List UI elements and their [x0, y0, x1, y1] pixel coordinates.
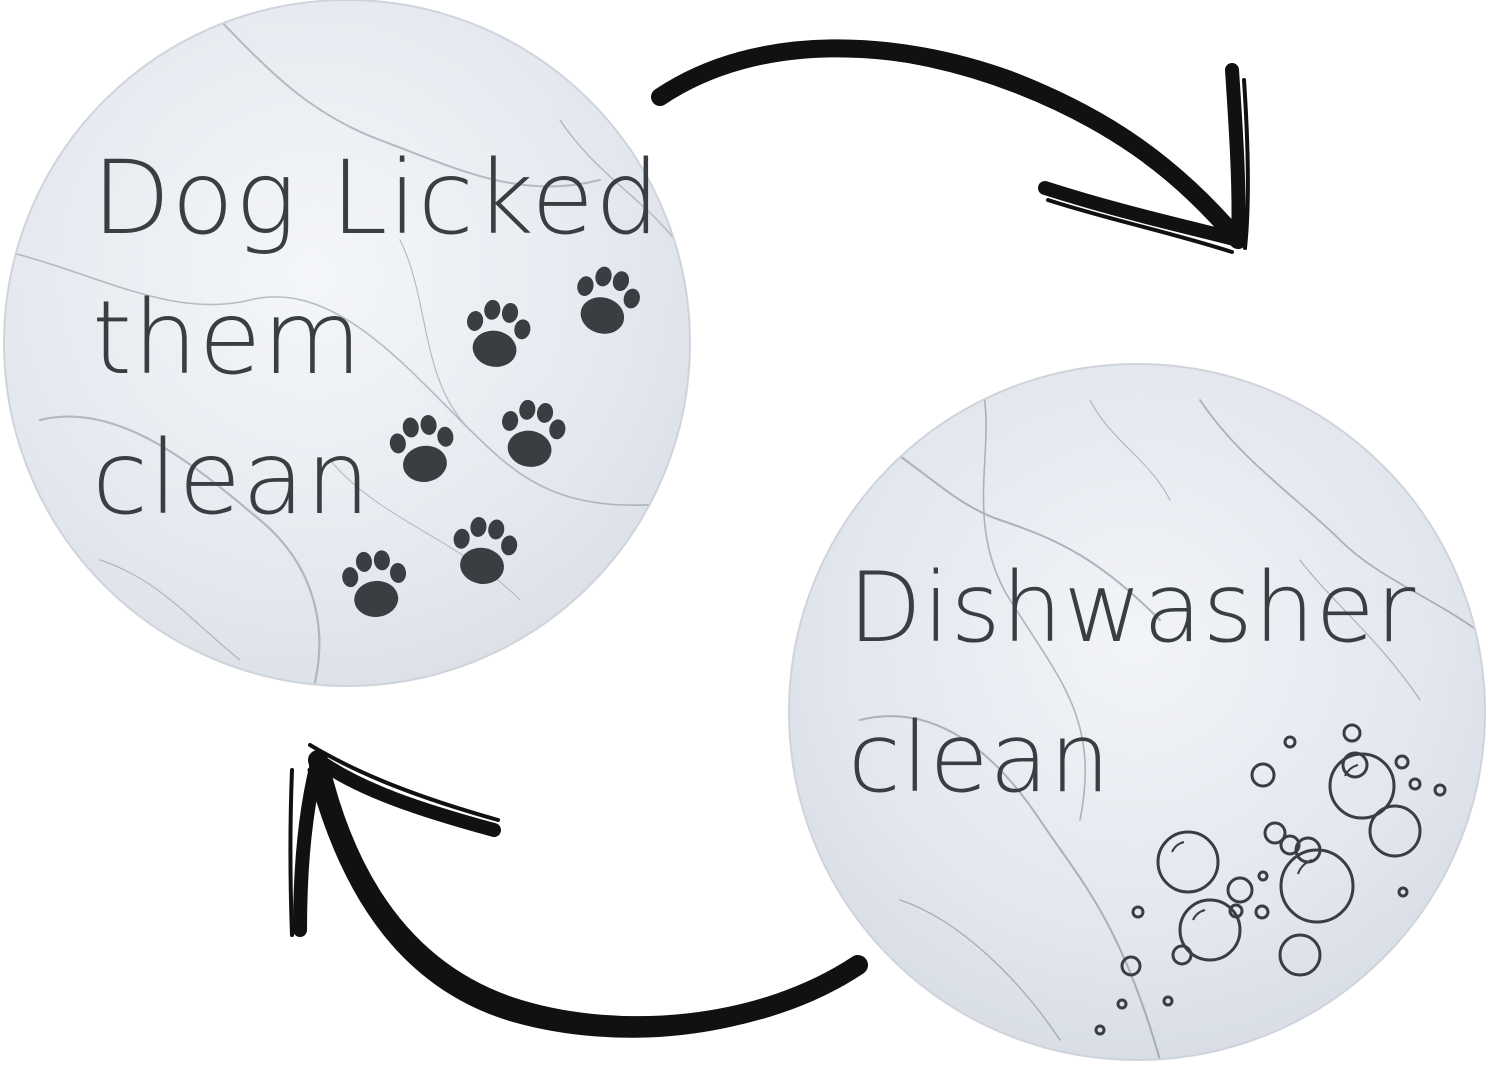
marble-veins — [4, 0, 690, 686]
marble-veins — [829, 379, 1485, 1060]
paw-prints-icon — [342, 266, 640, 617]
dirty-line-3: clean — [92, 419, 372, 538]
clean-line-1: Dishwasher — [848, 552, 1417, 664]
curved-arrow-up-icon — [288, 743, 868, 1038]
dirty-magnet-text: Dog Licked them clean — [92, 148, 661, 568]
dirty-line-2: them — [92, 279, 363, 398]
dirty-line-1: Dog Licked — [92, 139, 661, 258]
bubbles-icon — [1094, 723, 1447, 1036]
curved-arrow-clockwise-icon — [651, 39, 1250, 254]
clean-line-2: clean — [848, 702, 1112, 814]
dirty-magnet — [3, 0, 691, 687]
clean-magnet-text: Dishwasher clean — [848, 560, 1416, 860]
clean-magnet — [788, 363, 1486, 1061]
